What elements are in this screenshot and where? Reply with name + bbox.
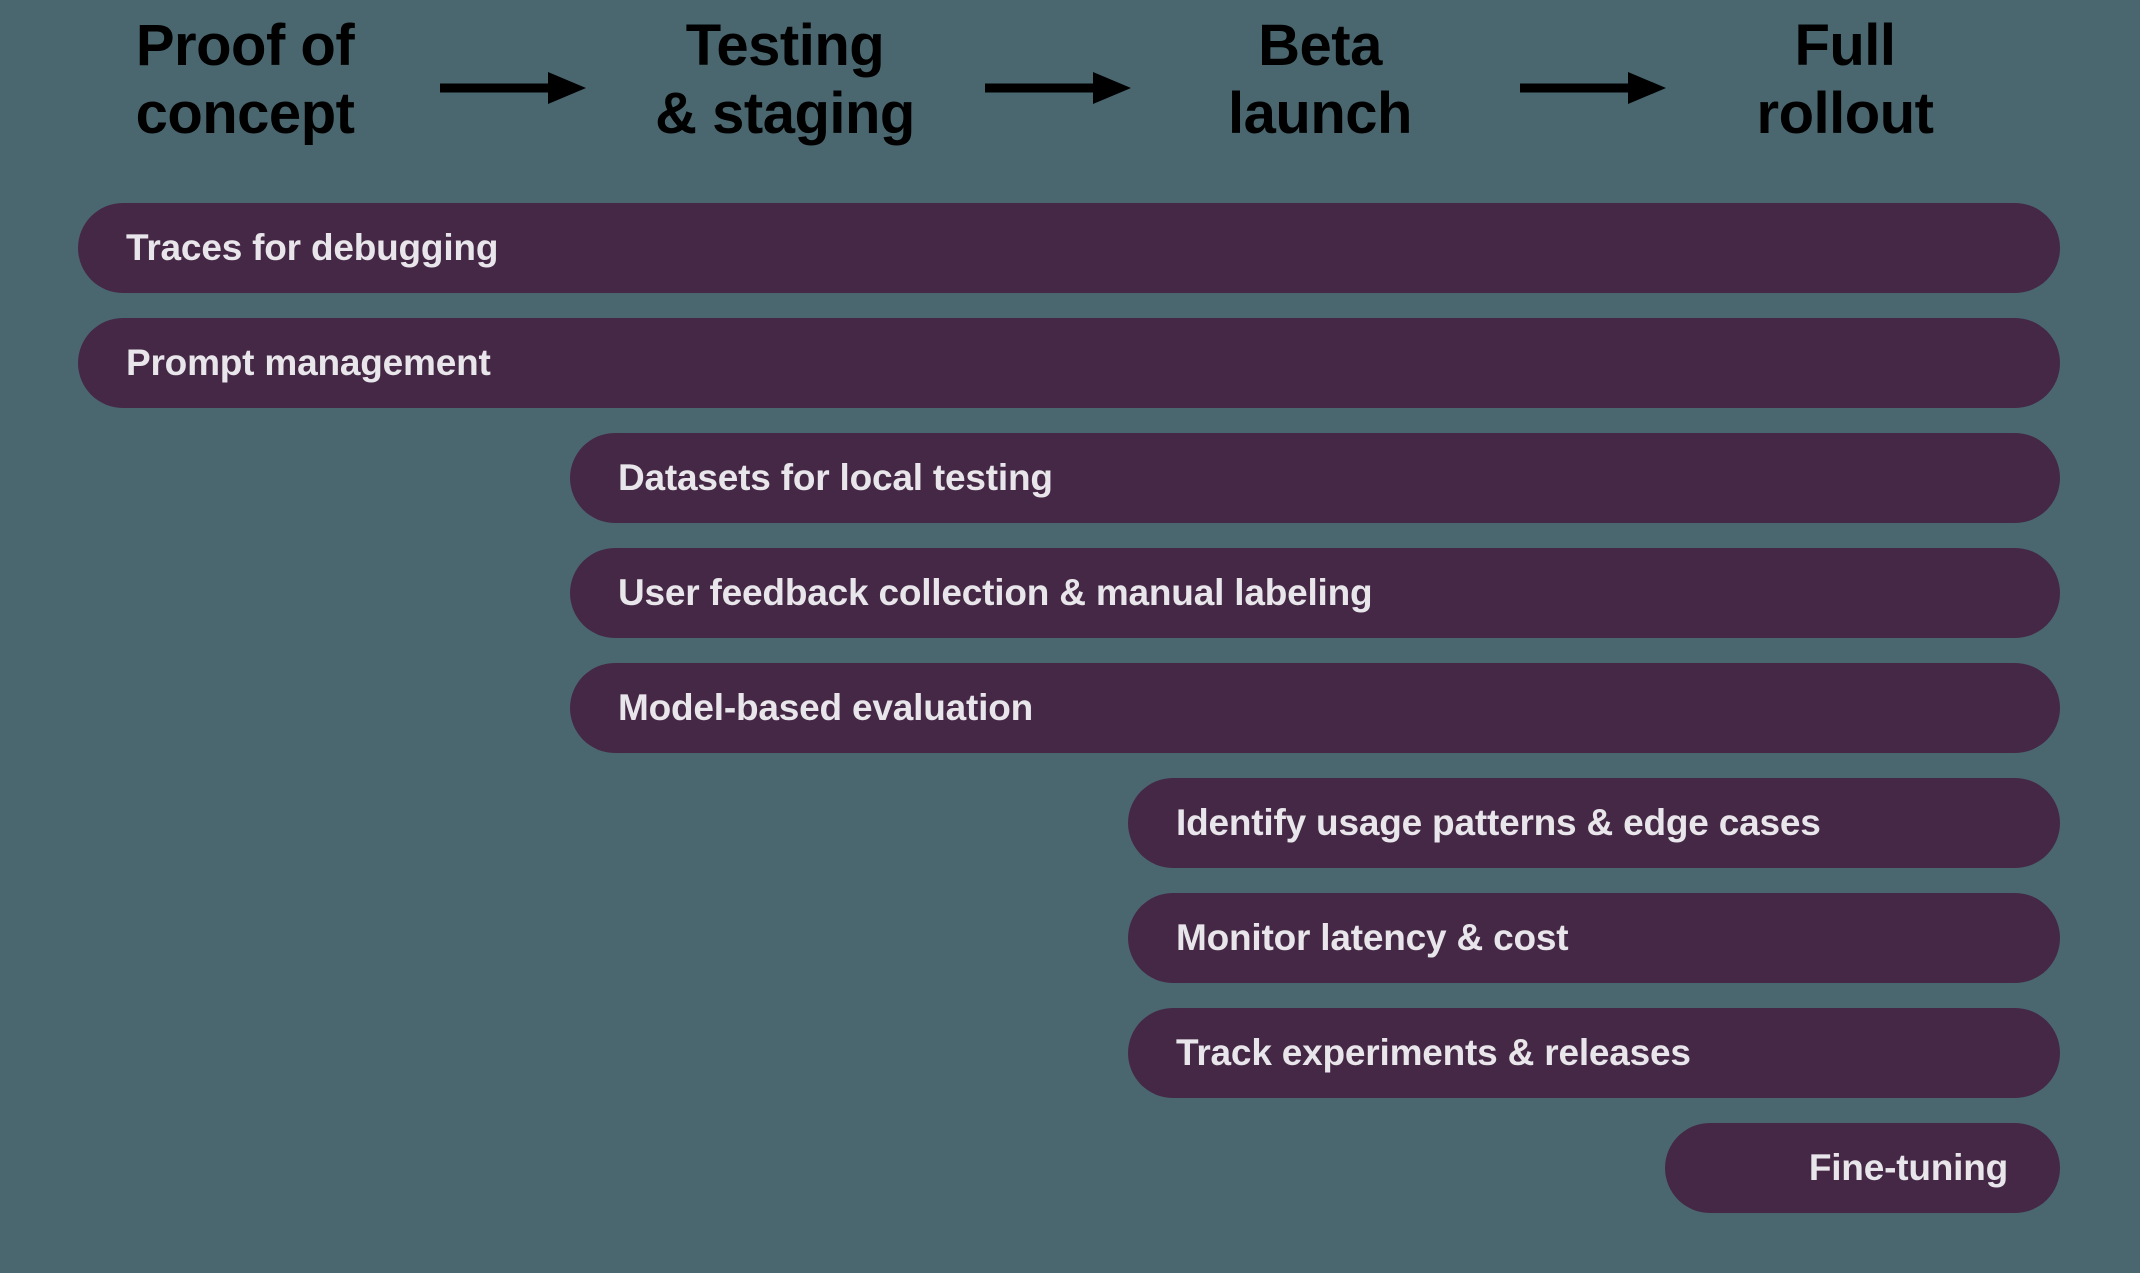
stage-label-proof-of-concept: Proof of concept (135, 13, 355, 146)
capability-bar-label: Datasets for local testing (618, 457, 1053, 498)
capability-bar-label: Track experiments & releases (1176, 1032, 1691, 1073)
arrow-right-icon (985, 68, 1131, 108)
capability-bar-label: Identify usage patterns & edge cases (1176, 802, 1821, 843)
stage-header-row: Proof of concept Testing & staging Beta … (0, 0, 2140, 175)
stage-label-beta-launch: Beta launch (1228, 13, 1412, 146)
capability-bar[interactable]: Monitor latency & cost (1128, 893, 2060, 983)
capability-bar[interactable]: User feedback collection & manual labeli… (570, 548, 2060, 638)
capability-bar[interactable]: Fine-tuning (1665, 1123, 2060, 1213)
capability-bar[interactable]: Track experiments & releases (1128, 1008, 2060, 1098)
stage-label-testing-and-staging: Testing & staging (655, 13, 915, 146)
capability-bar[interactable]: Traces for debugging (78, 203, 2060, 293)
capability-bar[interactable]: Model-based evaluation (570, 663, 2060, 753)
capability-bar[interactable]: Datasets for local testing (570, 433, 2060, 523)
capability-bar-label: Fine-tuning (1808, 1147, 2008, 1188)
capability-bar-label: Prompt management (126, 342, 491, 383)
arrow-right-icon (440, 68, 586, 108)
arrow-right-icon (1520, 68, 1666, 108)
stage-label-full-rollout: Full rollout (1756, 13, 1934, 146)
capability-bar-label: Model-based evaluation (618, 687, 1034, 728)
capability-bar[interactable]: Prompt management (78, 318, 2060, 408)
capability-bar-label: Monitor latency & cost (1176, 917, 1569, 958)
capability-bar-label: Traces for debugging (126, 227, 499, 268)
capability-bar-label: User feedback collection & manual labeli… (618, 572, 1373, 613)
capability-bar[interactable]: Identify usage patterns & edge cases (1128, 778, 2060, 868)
